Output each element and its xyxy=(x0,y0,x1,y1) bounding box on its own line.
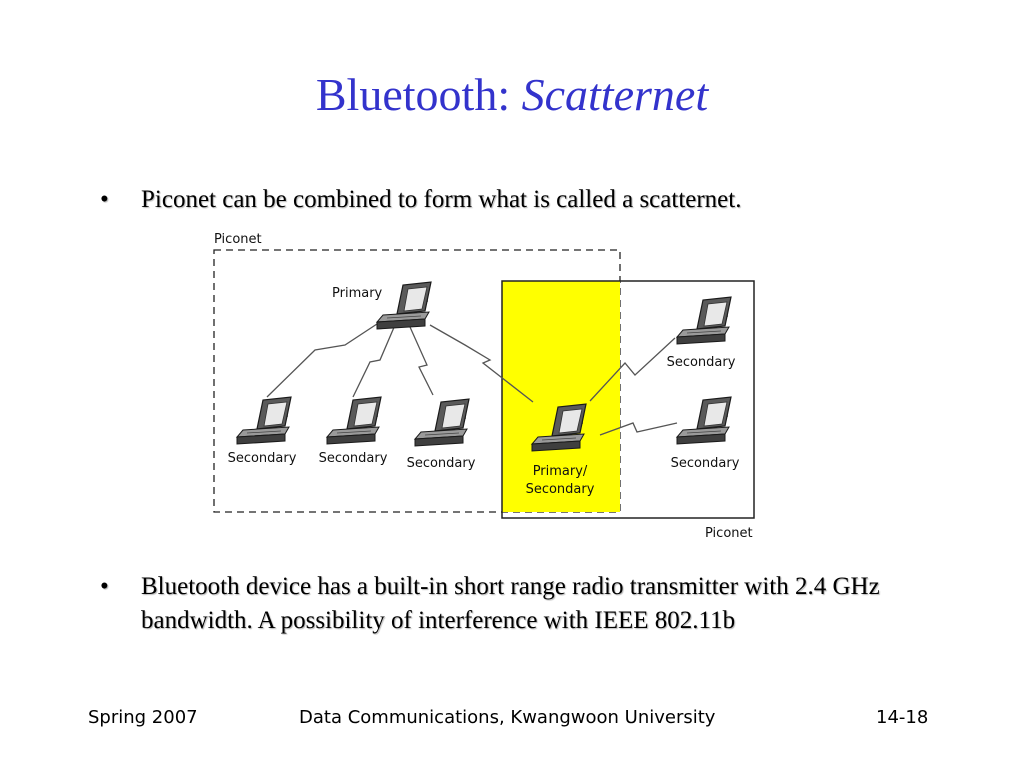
bullet-item-interference: • Bluetooth device has a built-in short … xyxy=(100,570,930,638)
label-secondary-right-bottom: Secondary xyxy=(671,456,740,471)
footer-date: Spring 2007 xyxy=(88,707,198,728)
footer-course: Data Communications, Kwangwoon Universit… xyxy=(299,707,716,728)
bullet-dot-icon: • xyxy=(100,573,109,600)
piconet-label-left: Piconet xyxy=(214,232,262,247)
link-bridge-secondary-top xyxy=(589,337,676,402)
piconet-boundary-left xyxy=(213,249,621,513)
slide-title: Bluetooth: Scatternet xyxy=(0,68,1024,121)
piconet-label-right: Piconet xyxy=(705,526,753,541)
laptop-secondary-right-bottom-icon xyxy=(676,396,732,445)
label-bridge-line2: Secondary xyxy=(526,482,595,497)
label-primary: Primary xyxy=(332,286,383,301)
title-italic: Scatternet xyxy=(521,69,709,120)
bullet-text: Piconet can be combined to form what is … xyxy=(141,186,742,213)
bullet-text: Bluetooth device has a built-in short ra… xyxy=(141,573,880,634)
link-primary-secondary-1 xyxy=(266,321,381,398)
link-primary-secondary-3 xyxy=(409,326,434,396)
laptop-secondary-2-icon xyxy=(326,396,382,445)
label-bridge-line1: Primary/ xyxy=(533,464,588,479)
footer-page-number: 14-18 xyxy=(876,707,929,728)
label-secondary-1: Secondary xyxy=(228,451,297,466)
scatternet-diagram: Piconet Piconet Primary Secondary Second… xyxy=(213,232,755,541)
laptop-secondary-1-icon xyxy=(236,396,292,445)
laptop-primary-icon xyxy=(376,281,432,330)
title-plain: Bluetooth: xyxy=(315,69,522,120)
label-secondary-3: Secondary xyxy=(407,456,476,471)
bridge-highlight xyxy=(502,281,620,512)
link-bridge-secondary-bottom xyxy=(599,422,678,436)
laptop-secondary-right-top-icon xyxy=(676,296,732,345)
bullet-item-scatternet: • Piconet can be combined to form what i… xyxy=(100,183,930,217)
bullet-dot-icon: • xyxy=(100,186,109,213)
label-secondary-right-top: Secondary xyxy=(667,355,736,370)
label-secondary-2: Secondary xyxy=(319,451,388,466)
link-primary-secondary-2 xyxy=(352,324,396,398)
laptop-secondary-3-icon xyxy=(414,398,470,447)
link-primary-bridge xyxy=(429,324,534,403)
piconet-boundary-right xyxy=(501,280,755,519)
